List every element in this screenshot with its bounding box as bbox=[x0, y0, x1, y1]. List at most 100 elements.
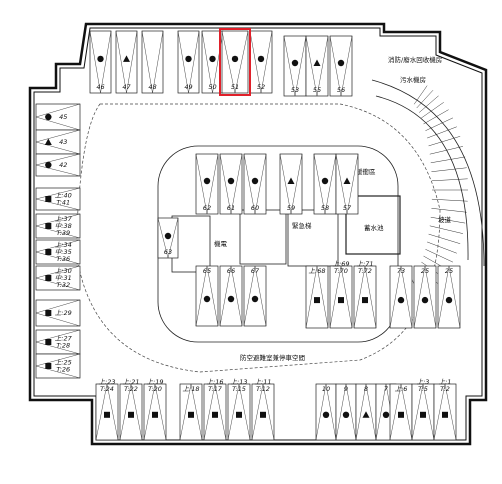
parking-spot[interactable]: 52 bbox=[249, 30, 273, 94]
parking-spot[interactable]: 上:18 bbox=[179, 383, 203, 441]
parking-spot[interactable]: 67 bbox=[243, 265, 267, 327]
spot-diagonal bbox=[35, 153, 81, 177]
ramp-step bbox=[430, 156, 466, 164]
parking-spot[interactable]: 46 bbox=[89, 30, 112, 94]
circle-marker-icon bbox=[291, 59, 299, 67]
parking-spot[interactable]: 73 bbox=[389, 265, 413, 329]
square-marker-icon bbox=[236, 411, 242, 418]
spot-diagonal bbox=[243, 265, 267, 327]
square-marker-icon bbox=[212, 411, 218, 418]
parking-spot[interactable]: 上:6 bbox=[389, 383, 413, 441]
circle-marker-icon bbox=[227, 177, 235, 185]
circle-marker-icon bbox=[97, 55, 104, 63]
spot-outline bbox=[35, 353, 81, 379]
parking-spot[interactable]: 25 bbox=[437, 265, 461, 329]
spot-label: 上:68 bbox=[309, 267, 326, 275]
parking-spot[interactable]: 58 bbox=[313, 153, 337, 215]
parking-spot[interactable]: 53 bbox=[283, 35, 307, 97]
parking-spot[interactable]: 上:68 bbox=[305, 265, 329, 329]
spot-label: 51 bbox=[231, 83, 239, 91]
spot-label: 7 bbox=[384, 385, 389, 393]
spot-outline bbox=[35, 329, 81, 355]
spot-label: 42 bbox=[59, 161, 67, 169]
parking-spot[interactable]: 60 bbox=[243, 153, 267, 215]
driving-lane bbox=[75, 103, 441, 373]
spot-label: 53 bbox=[291, 86, 299, 94]
square-marker-icon bbox=[45, 363, 52, 369]
parking-spot[interactable]: 66 bbox=[219, 265, 243, 327]
parking-spot[interactable]: 49 bbox=[177, 30, 200, 94]
ramp-step bbox=[428, 233, 461, 244]
parking-spot[interactable]: 48 bbox=[141, 30, 164, 94]
spot-diagonal bbox=[249, 30, 273, 94]
parking-spot[interactable]: 9 bbox=[335, 383, 357, 441]
spot-diagonal bbox=[227, 383, 251, 441]
spot-label: 47 bbox=[122, 83, 131, 91]
ramp-step bbox=[427, 241, 457, 254]
spot-diagonal bbox=[283, 35, 307, 97]
ramp-step bbox=[430, 216, 466, 224]
parking-spot[interactable]: 51 bbox=[221, 30, 249, 94]
ramp-step bbox=[413, 85, 428, 105]
spot-diagonal bbox=[221, 30, 249, 94]
parking-spot[interactable]: 63 bbox=[157, 217, 179, 259]
spot-diagonal bbox=[389, 383, 413, 441]
parking-spot[interactable]: 43 bbox=[35, 129, 81, 155]
ramp-step bbox=[431, 198, 468, 202]
parking-spot[interactable]: 57 bbox=[335, 153, 359, 215]
ramp-step bbox=[416, 90, 434, 109]
spot-diagonal bbox=[355, 383, 377, 441]
parking-spot[interactable]: 8 bbox=[355, 383, 377, 441]
square-marker-icon bbox=[188, 411, 194, 418]
spot-label: 57 bbox=[343, 204, 352, 212]
square-marker-icon bbox=[260, 411, 266, 418]
ramp-step bbox=[431, 167, 467, 172]
square-marker-icon bbox=[45, 196, 52, 202]
parking-spot[interactable]: 10 bbox=[315, 383, 337, 441]
spot-outline bbox=[353, 265, 377, 329]
spot-diagonal bbox=[413, 265, 437, 329]
circle-marker-icon bbox=[322, 411, 330, 418]
parking-spot[interactable]: 65 bbox=[195, 265, 219, 327]
parking-spot[interactable]: 25 bbox=[413, 265, 437, 329]
parking-spot[interactable]: 56 bbox=[329, 35, 353, 97]
spot-label: 56 bbox=[337, 86, 345, 94]
parking-spot[interactable]: 55 bbox=[305, 35, 329, 97]
circle-marker-icon bbox=[185, 55, 192, 63]
spot-diagonal bbox=[195, 265, 219, 327]
shelter-area-label: 防空避難室兼停車空間 bbox=[240, 353, 305, 362]
parking-spot[interactable]: 上:29 bbox=[35, 299, 81, 327]
parking-spot[interactable]: 45 bbox=[35, 103, 81, 131]
parking-spot[interactable]: 42 bbox=[35, 153, 81, 177]
spot-diagonal bbox=[35, 265, 81, 291]
parking-spot[interactable]: 62 bbox=[195, 153, 219, 215]
spot-outline bbox=[35, 129, 81, 155]
parking-spot[interactable]: 61 bbox=[219, 153, 243, 215]
parking-spot[interactable]: 47 bbox=[115, 30, 138, 94]
spot-label: 59 bbox=[287, 204, 295, 212]
parking-spot[interactable]: 59 bbox=[279, 153, 303, 215]
